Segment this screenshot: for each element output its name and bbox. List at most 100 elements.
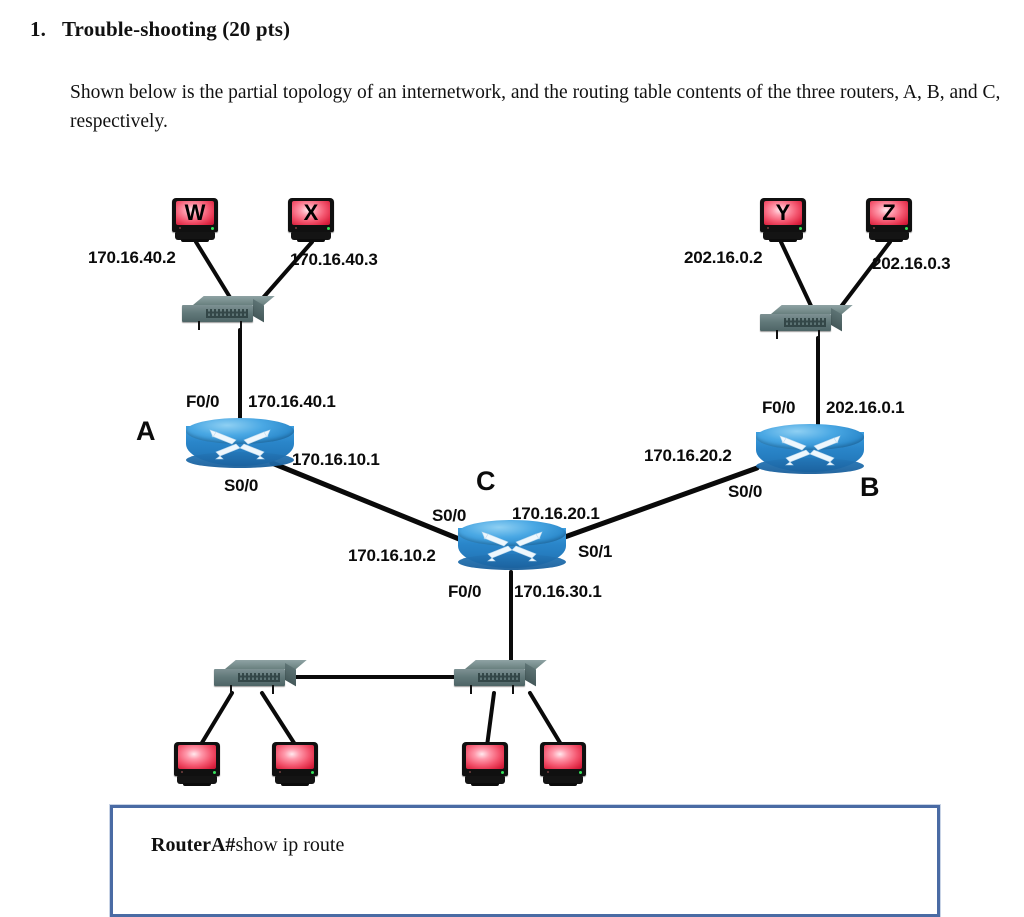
- console-command: show ip route: [235, 834, 345, 856]
- port-label-a-s00: S0/0: [224, 476, 259, 495]
- console-command-line: RouterA#show ip route: [151, 834, 344, 857]
- ip-label-w: 170.16.40.2: [88, 248, 176, 267]
- power-led-icon: [327, 227, 330, 230]
- ip-label-c-s01: 170.16.20.1: [512, 504, 600, 523]
- switch-leg: [230, 685, 232, 694]
- host-y[interactable]: Y: [760, 198, 806, 242]
- router-rim: [756, 458, 864, 474]
- power-led-icon: [501, 771, 504, 774]
- question-title: Trouble-shooting (20 pts): [62, 17, 291, 41]
- monitor-screen: [276, 745, 314, 769]
- host-x[interactable]: X: [288, 198, 334, 242]
- host-label-z: Z: [882, 200, 896, 225]
- monitor-screen: [544, 745, 582, 769]
- switch-leg: [198, 321, 200, 330]
- monitor-screen: [466, 745, 504, 769]
- switch-leg: [272, 685, 274, 694]
- switch-ports: [206, 309, 248, 318]
- router-console-box: RouterA#show ip route: [110, 805, 940, 917]
- host-label-y: Y: [775, 200, 791, 225]
- port-label-b-s00: S0/0: [728, 482, 763, 501]
- ip-label-a-s00: 170.16.10.1: [292, 450, 380, 469]
- monitor-base: [763, 232, 803, 240]
- router-arrows-icon: [779, 435, 841, 466]
- monitor-foot: [181, 239, 209, 242]
- router-top: [186, 418, 294, 444]
- port-label-b-f00: F0/0: [762, 398, 796, 417]
- router-rim: [458, 554, 566, 570]
- router-arrows-icon: [481, 531, 543, 562]
- monitor-foot: [297, 239, 325, 242]
- network-topology-diagram: W 170.16.40.2 X 170.16.40.3: [0, 160, 1024, 820]
- monitor-base: [543, 776, 583, 784]
- switch-leg: [776, 330, 778, 339]
- router-b[interactable]: [756, 424, 864, 480]
- monitor-vent: [767, 227, 787, 229]
- monitor-base: [465, 776, 505, 784]
- switch-lan-c-left[interactable]: [214, 660, 307, 694]
- monitor-foot: [769, 239, 797, 242]
- link-lines: [194, 240, 892, 748]
- question-heading: 1. Trouble-shooting (20 pts): [30, 17, 990, 42]
- list-item[interactable]: [462, 742, 508, 786]
- router-top: [756, 424, 864, 450]
- monitor-base: [291, 232, 331, 240]
- question-number: 1.: [30, 17, 46, 41]
- power-led-icon: [579, 771, 582, 774]
- monitor-vent: [179, 227, 199, 229]
- monitor-vent: [181, 771, 201, 773]
- switch-leg: [512, 685, 514, 694]
- monitor-foot: [183, 783, 211, 786]
- router-rim: [186, 452, 294, 468]
- monitor-vent: [279, 771, 299, 773]
- port-label-c-s01: S0/1: [578, 542, 613, 561]
- ip-label-a-f00: 170.16.40.1: [248, 392, 336, 411]
- monitor-vent: [873, 227, 893, 229]
- monitor-screen: [870, 201, 908, 225]
- monitor-foot: [549, 783, 577, 786]
- ip-label-b-s00: 170.16.20.2: [644, 446, 732, 465]
- host-label-w: W: [184, 200, 206, 225]
- monitor-base: [869, 232, 909, 240]
- monitor-base: [175, 232, 215, 240]
- monitor-screen: [764, 201, 802, 225]
- monitor-vent: [547, 771, 567, 773]
- list-item[interactable]: [272, 742, 318, 786]
- host-label-x: X: [303, 200, 319, 225]
- monitor-screen: [176, 201, 214, 225]
- ip-label-y: 202.16.0.2: [684, 248, 763, 267]
- router-name-b: B: [860, 472, 880, 502]
- monitor-screen: [178, 745, 216, 769]
- switch-ports: [784, 318, 826, 327]
- ip-label-c-s00: 170.16.10.2: [348, 546, 436, 565]
- router-name-a: A: [136, 416, 156, 446]
- ip-label-x: 170.16.40.3: [290, 250, 378, 269]
- switch-leg: [240, 321, 242, 330]
- switch-ports: [238, 673, 280, 682]
- list-item[interactable]: [540, 742, 586, 786]
- router-c[interactable]: [458, 520, 566, 576]
- monitor-foot: [471, 783, 499, 786]
- host-w[interactable]: W: [172, 198, 218, 242]
- ip-label-b-f00: 202.16.0.1: [826, 398, 905, 417]
- router-a[interactable]: [186, 418, 294, 474]
- question-body: Shown below is the partial topology of a…: [70, 82, 1001, 132]
- switch-lan-a[interactable]: [182, 296, 275, 330]
- monitor-base: [275, 776, 315, 784]
- port-label-c-s00: S0/0: [432, 506, 467, 525]
- monitor-foot: [281, 783, 309, 786]
- host-z[interactable]: Z: [866, 198, 912, 242]
- list-item[interactable]: [174, 742, 220, 786]
- switch-lan-c-right[interactable]: [454, 660, 547, 694]
- port-label-c-f00: F0/0: [448, 582, 482, 601]
- power-led-icon: [311, 771, 314, 774]
- switch-leg: [818, 330, 820, 339]
- console-prompt: RouterA#: [151, 834, 236, 856]
- monitor-screen: [292, 201, 330, 225]
- ip-label-z: 202.16.0.3: [872, 254, 951, 273]
- power-led-icon: [799, 227, 802, 230]
- power-led-icon: [213, 771, 216, 774]
- switch-leg: [470, 685, 472, 694]
- switch-lan-b[interactable]: [760, 305, 853, 339]
- monitor-base: [177, 776, 217, 784]
